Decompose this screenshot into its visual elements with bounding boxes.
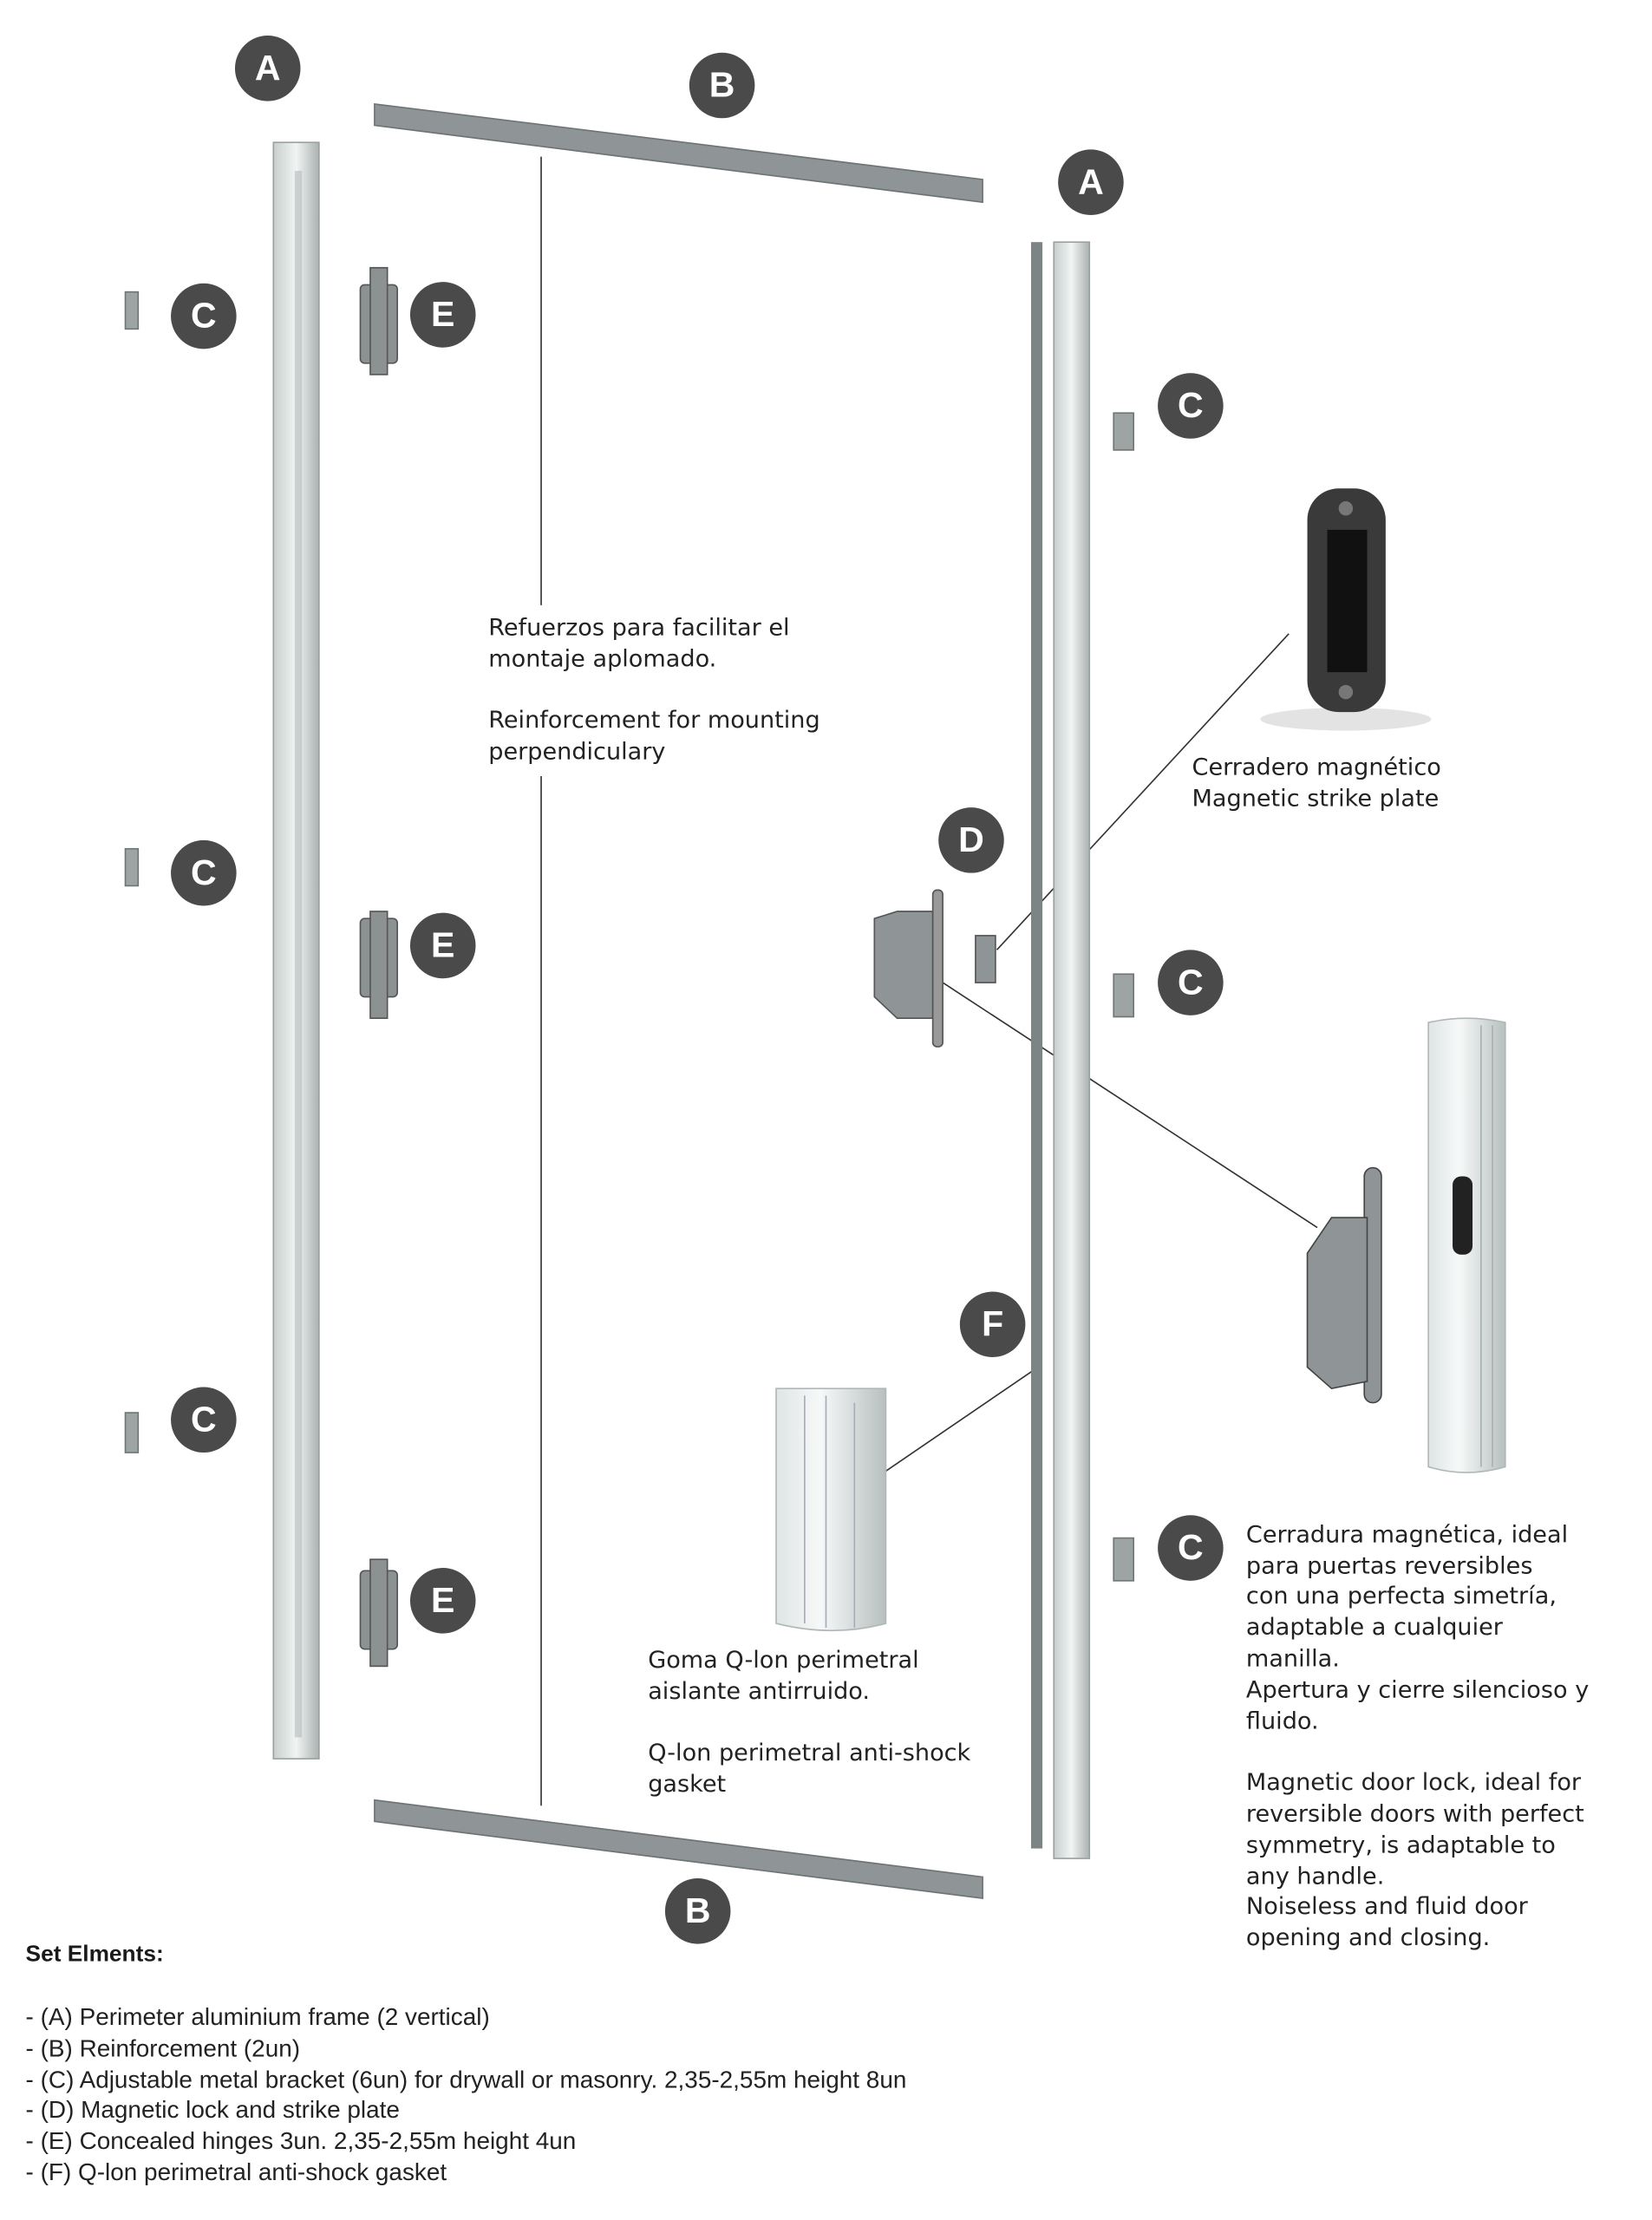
label-d: D bbox=[938, 807, 1004, 873]
note-line: Noiseless and fluid door bbox=[1245, 1893, 1528, 1921]
list-item: - (A) Perimeter aluminium frame (2 verti… bbox=[25, 2003, 490, 2031]
label-c: C bbox=[1158, 373, 1224, 439]
label-f: F bbox=[959, 1291, 1026, 1358]
note-line: opening and closing. bbox=[1245, 1923, 1491, 1952]
gasket-note: Goma Q-lon perimetral aislante antirruido… bbox=[648, 1645, 970, 1800]
top-reinforcement-bar bbox=[374, 102, 983, 204]
note-line: Cerradura magnética, ideal bbox=[1245, 1520, 1569, 1548]
note-line: gasket bbox=[648, 1770, 727, 1798]
list-item: - (C) Adjustable metal bracket (6un) for… bbox=[25, 2066, 907, 2093]
hinge-icons bbox=[359, 266, 398, 1668]
leader-lines bbox=[540, 156, 1318, 1806]
note-line: manilla. bbox=[1245, 1644, 1340, 1672]
label-c: C bbox=[171, 283, 237, 349]
label-c: C bbox=[1158, 950, 1224, 1015]
note-line: Cerradero magnético bbox=[1192, 753, 1441, 780]
note-line: Magnetic strike plate bbox=[1192, 784, 1440, 812]
label-e: E bbox=[409, 912, 476, 979]
label-b-top: B bbox=[689, 52, 755, 119]
note-line: montaje aplomado. bbox=[488, 644, 717, 672]
note-line: para puertas reversibles bbox=[1245, 1551, 1533, 1579]
label-c: C bbox=[171, 1387, 237, 1453]
note-line: aislante antirruido. bbox=[648, 1677, 871, 1705]
note-line: Apertura y cierre silencioso y bbox=[1245, 1675, 1590, 1703]
note-line: Reinforcement for mounting bbox=[488, 707, 820, 735]
label-e: E bbox=[409, 1568, 476, 1634]
right-gasket-rail bbox=[1030, 242, 1043, 1849]
set-elements-list: - (A) Perimeter aluminium frame (2 verti… bbox=[26, 2002, 907, 2189]
label-c: C bbox=[171, 839, 237, 906]
note-line: Magnetic door lock, ideal for bbox=[1245, 1768, 1582, 1797]
note-line: perpendiculary bbox=[488, 737, 666, 766]
note-line: adaptable a cualquier bbox=[1245, 1613, 1503, 1642]
note-line: Refuerzos para facilitar el bbox=[488, 613, 790, 641]
strike-plate-image bbox=[1260, 488, 1432, 731]
set-elements-title: Set Elments: bbox=[25, 1942, 164, 1967]
label-c: C bbox=[1158, 1515, 1224, 1581]
note-line: Goma Q-lon perimetral bbox=[648, 1646, 919, 1674]
list-item: - (E) Concealed hinges 3un. 2,35-2,55m h… bbox=[25, 2127, 577, 2155]
gasket-profile-image bbox=[775, 1388, 887, 1632]
note-line: con una perfecta simetría, bbox=[1245, 1583, 1557, 1610]
right-frame-rail bbox=[1053, 241, 1091, 1859]
note-line: symmetry, is adaptable to bbox=[1245, 1831, 1556, 1858]
magnetic-lock-image bbox=[1306, 1017, 1506, 1473]
reinforcement-note: Refuerzos para facilitar el montaje aplom… bbox=[488, 612, 819, 767]
list-item: - (B) Reinforcement (2un) bbox=[25, 2034, 301, 2062]
label-a-left: A bbox=[234, 36, 301, 101]
note-line: reversible doors with perfect bbox=[1245, 1799, 1584, 1827]
bottom-reinforcement-bar bbox=[374, 1799, 983, 1899]
label-a-right: A bbox=[1058, 149, 1124, 215]
label-e: E bbox=[409, 282, 476, 348]
note-line: any handle. bbox=[1245, 1862, 1385, 1890]
list-item: - (F) Q-lon perimetral anti-shock gasket bbox=[25, 2158, 447, 2186]
bracket-icons bbox=[124, 291, 1135, 1582]
note-line: Q-lon perimetral anti-shock bbox=[648, 1739, 971, 1766]
lock-note: Cerradura magnética, ideal para puertas r… bbox=[1246, 1488, 1589, 1985]
note-line: fluido. bbox=[1245, 1707, 1319, 1734]
list-item: - (D) Magnetic lock and strike plate bbox=[25, 2096, 400, 2125]
label-b-bottom: B bbox=[664, 1878, 731, 1944]
magnetic-lock-small bbox=[873, 889, 996, 1048]
